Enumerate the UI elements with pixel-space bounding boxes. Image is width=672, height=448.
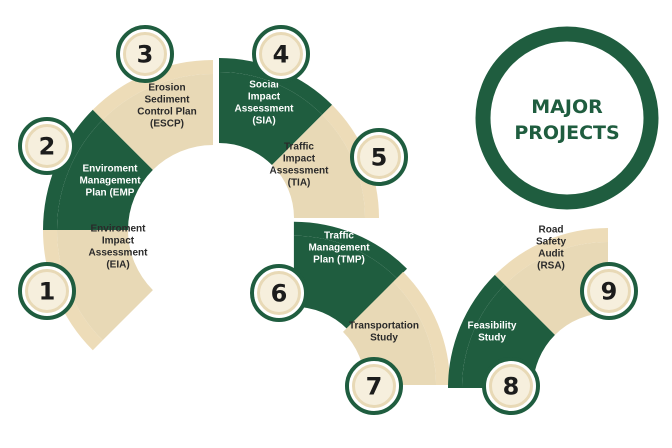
segment-9 — [504, 242, 608, 335]
badge-8: 8 — [482, 357, 540, 415]
badge-6: 6 — [250, 264, 308, 322]
segment-2-outer — [43, 109, 103, 230]
badge-9-number: 9 — [601, 278, 618, 306]
segment-1-outer — [43, 230, 103, 351]
badge-2-inner — [25, 124, 69, 168]
segment-4-label-line: Impact — [248, 92, 281, 103]
badge-4: 4 — [252, 25, 310, 83]
segment-5-label-line: Impact — [283, 154, 316, 165]
segment-7-outer — [393, 271, 450, 385]
segment-8-label-line: Study — [478, 333, 506, 344]
segment-1-label-line: Assessment — [89, 248, 149, 259]
segment-9-label-line: Safety — [536, 237, 566, 248]
badge-7-inner — [352, 364, 396, 408]
segment-2-label-line: Plan (EMP — [86, 188, 135, 199]
segment-3-label-line: Control Plan — [137, 107, 196, 118]
segment-4-label-line: Social — [249, 80, 279, 91]
segment-4 — [219, 72, 323, 165]
segment-1 — [57, 230, 153, 341]
segment-9-label-line: Audit — [538, 249, 564, 260]
badge-9: 9 — [580, 262, 638, 320]
segment-1-label-line: (EIA) — [106, 260, 129, 271]
badge-7: 7 — [345, 357, 403, 415]
badge-5-number: 5 — [371, 144, 388, 172]
segment-5-label-line: Assessment — [270, 166, 330, 177]
badge-6-number: 6 — [271, 280, 288, 308]
segment-5-outer — [322, 104, 379, 218]
badge-3: 3 — [116, 25, 174, 83]
segment-6-label-line: Traffic — [324, 231, 354, 242]
segments — [43, 58, 608, 388]
title-line-1: MAJOR — [531, 96, 603, 118]
badge-3-number: 3 — [137, 41, 154, 69]
badge-3-inner — [123, 32, 167, 76]
segment-3-label-line: (ESCP) — [150, 119, 184, 130]
segment-6 — [293, 235, 398, 329]
title-ring-circle — [475, 26, 659, 210]
segment-3 — [102, 74, 213, 170]
segment-8-outer — [448, 274, 505, 388]
badge-4-number: 4 — [273, 41, 290, 69]
badge-8-number: 8 — [503, 373, 520, 401]
badge-9-inner — [587, 269, 631, 313]
segment-6-label-line: Management — [308, 243, 370, 254]
title-ring: MAJOR PROJECTS — [475, 26, 659, 210]
badge-5: 5 — [350, 128, 408, 186]
segment-3-label-line: Erosion — [148, 83, 185, 94]
segment-4-outer — [219, 58, 333, 115]
segment-5-label-line: Traffic — [284, 142, 314, 153]
segment-8-label-line: Feasibility — [468, 321, 517, 332]
segment-7-label-line: Transportation — [349, 321, 419, 332]
segment-1-label-line: Impact — [102, 236, 135, 247]
badge-1-number: 1 — [39, 278, 56, 306]
badge-2-number: 2 — [39, 133, 56, 161]
segment-5-label-line: (TIA) — [288, 178, 311, 189]
badge-6-inner — [257, 271, 301, 315]
number-badges: 1 2 3 4 5 6 7 8 9 — [18, 25, 638, 415]
badge-8-inner — [489, 364, 533, 408]
segment-6-label-line: Plan (TMP) — [313, 255, 365, 266]
segment-2 — [57, 119, 153, 230]
segment-3-outer — [92, 60, 213, 120]
segment-7-label-line: Study — [370, 333, 398, 344]
segment-9-outer — [494, 228, 608, 285]
title-line-2: PROJECTS — [514, 122, 619, 144]
segment-5 — [272, 114, 365, 218]
segment-1-label-line: Enviroment — [90, 224, 146, 235]
segment-8 — [462, 284, 555, 388]
badge-1-inner — [25, 269, 69, 313]
badge-4-inner — [259, 32, 303, 76]
badge-7-number: 7 — [366, 373, 383, 401]
segment-2-label-line: Management — [79, 176, 141, 187]
segment-4-label-line: (SIA) — [252, 116, 275, 127]
segment-9-label-line: (RSA) — [537, 261, 565, 272]
badge-2: 2 — [18, 117, 76, 175]
segment-6-outer — [293, 221, 407, 279]
segment-2-label-line: Enviroment — [82, 164, 138, 175]
segment-3-label-line: Sediment — [144, 95, 190, 106]
segment-9-label-line: Road — [539, 225, 564, 236]
badge-5-inner — [357, 135, 401, 179]
segment-4-label-line: Assessment — [235, 104, 295, 115]
badge-1: 1 — [18, 262, 76, 320]
